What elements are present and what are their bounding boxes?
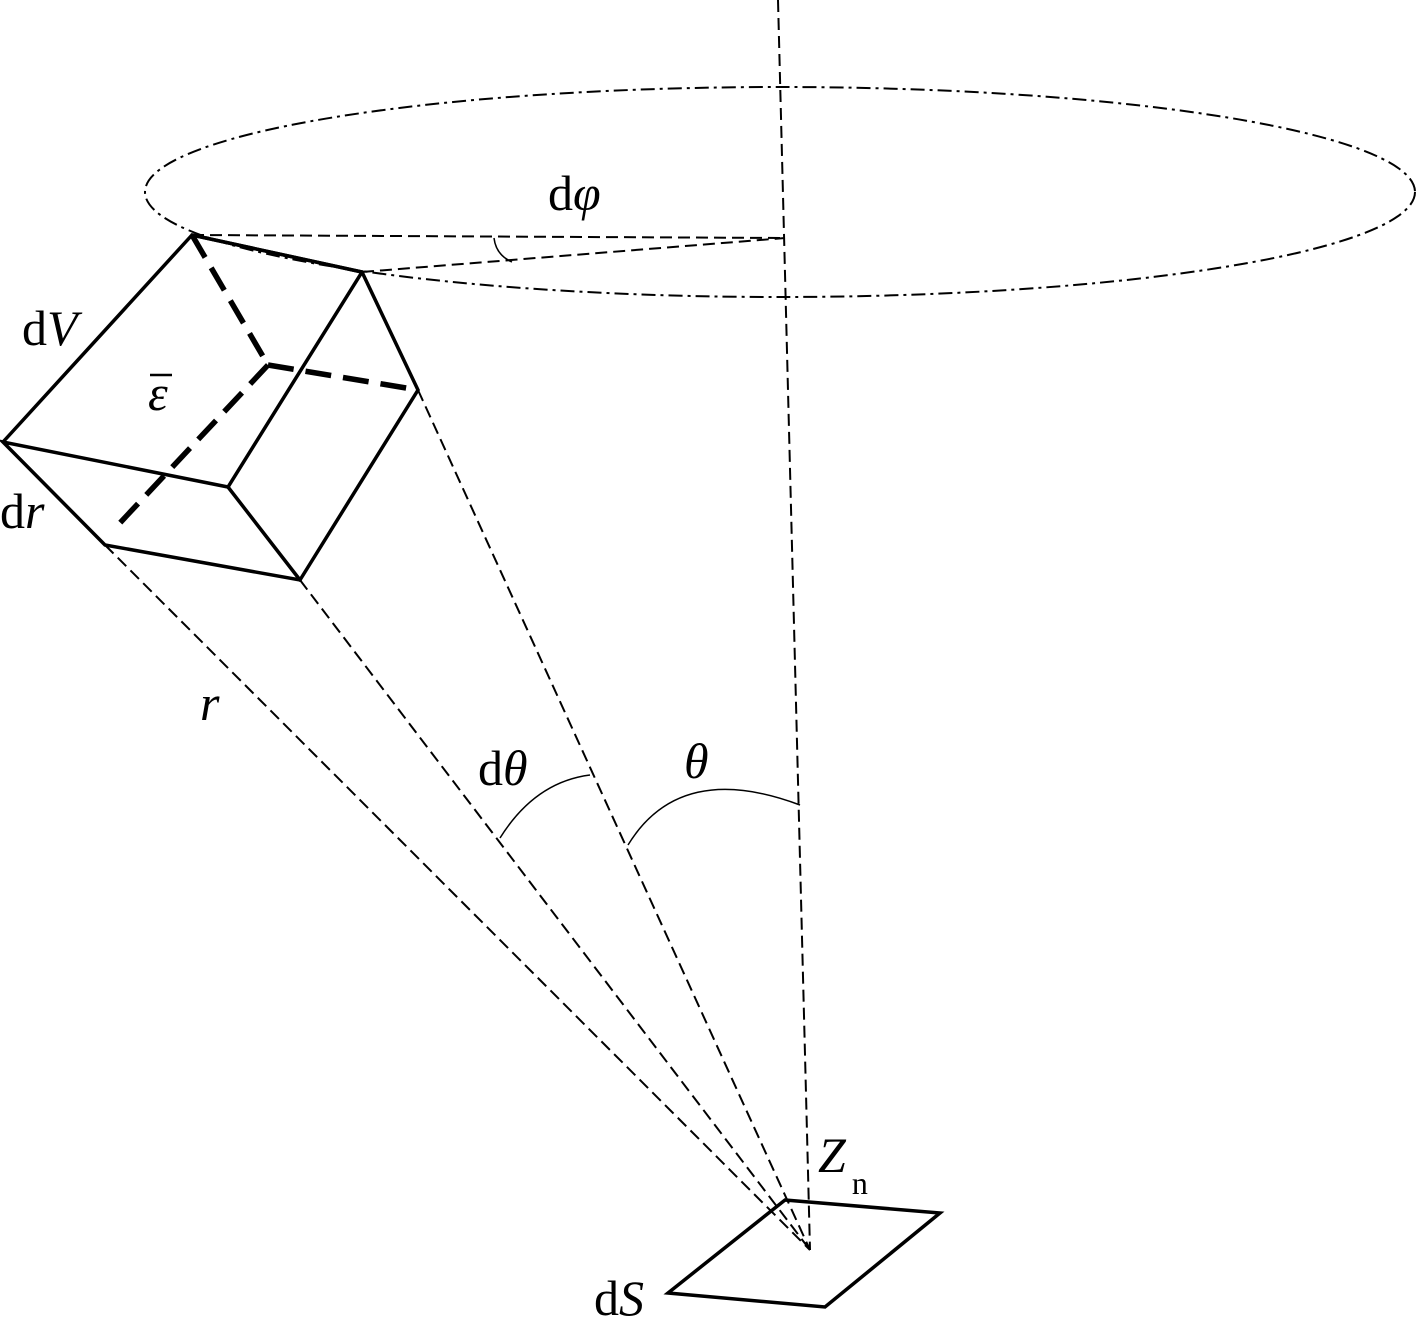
label-theta: θ [684,733,709,789]
label-d-v: dV [22,300,83,356]
theta-arc [627,788,801,846]
phi-radius-1 [191,234,786,239]
phi-radius-2 [361,237,786,273]
label-d-r: dr [0,483,45,539]
ray-r [104,544,811,1251]
dtheta-arc [499,774,591,839]
azimuth-ellipse [144,86,1416,298]
ray-mid [299,579,811,1251]
normal-axis [777,0,811,1251]
label-d-theta: dθ [478,740,528,796]
volume-element-box [0,233,420,582]
dphi-arc [493,237,513,263]
surface-element-ds [663,1198,945,1309]
label-r: r [200,675,220,731]
label-d-phi: dφ [548,165,601,221]
label-epsilon-bar: ε [148,365,172,421]
label-d-s: dS [594,1270,644,1318]
ray-theta [417,389,811,1251]
svg-text:ε: ε [148,365,168,421]
